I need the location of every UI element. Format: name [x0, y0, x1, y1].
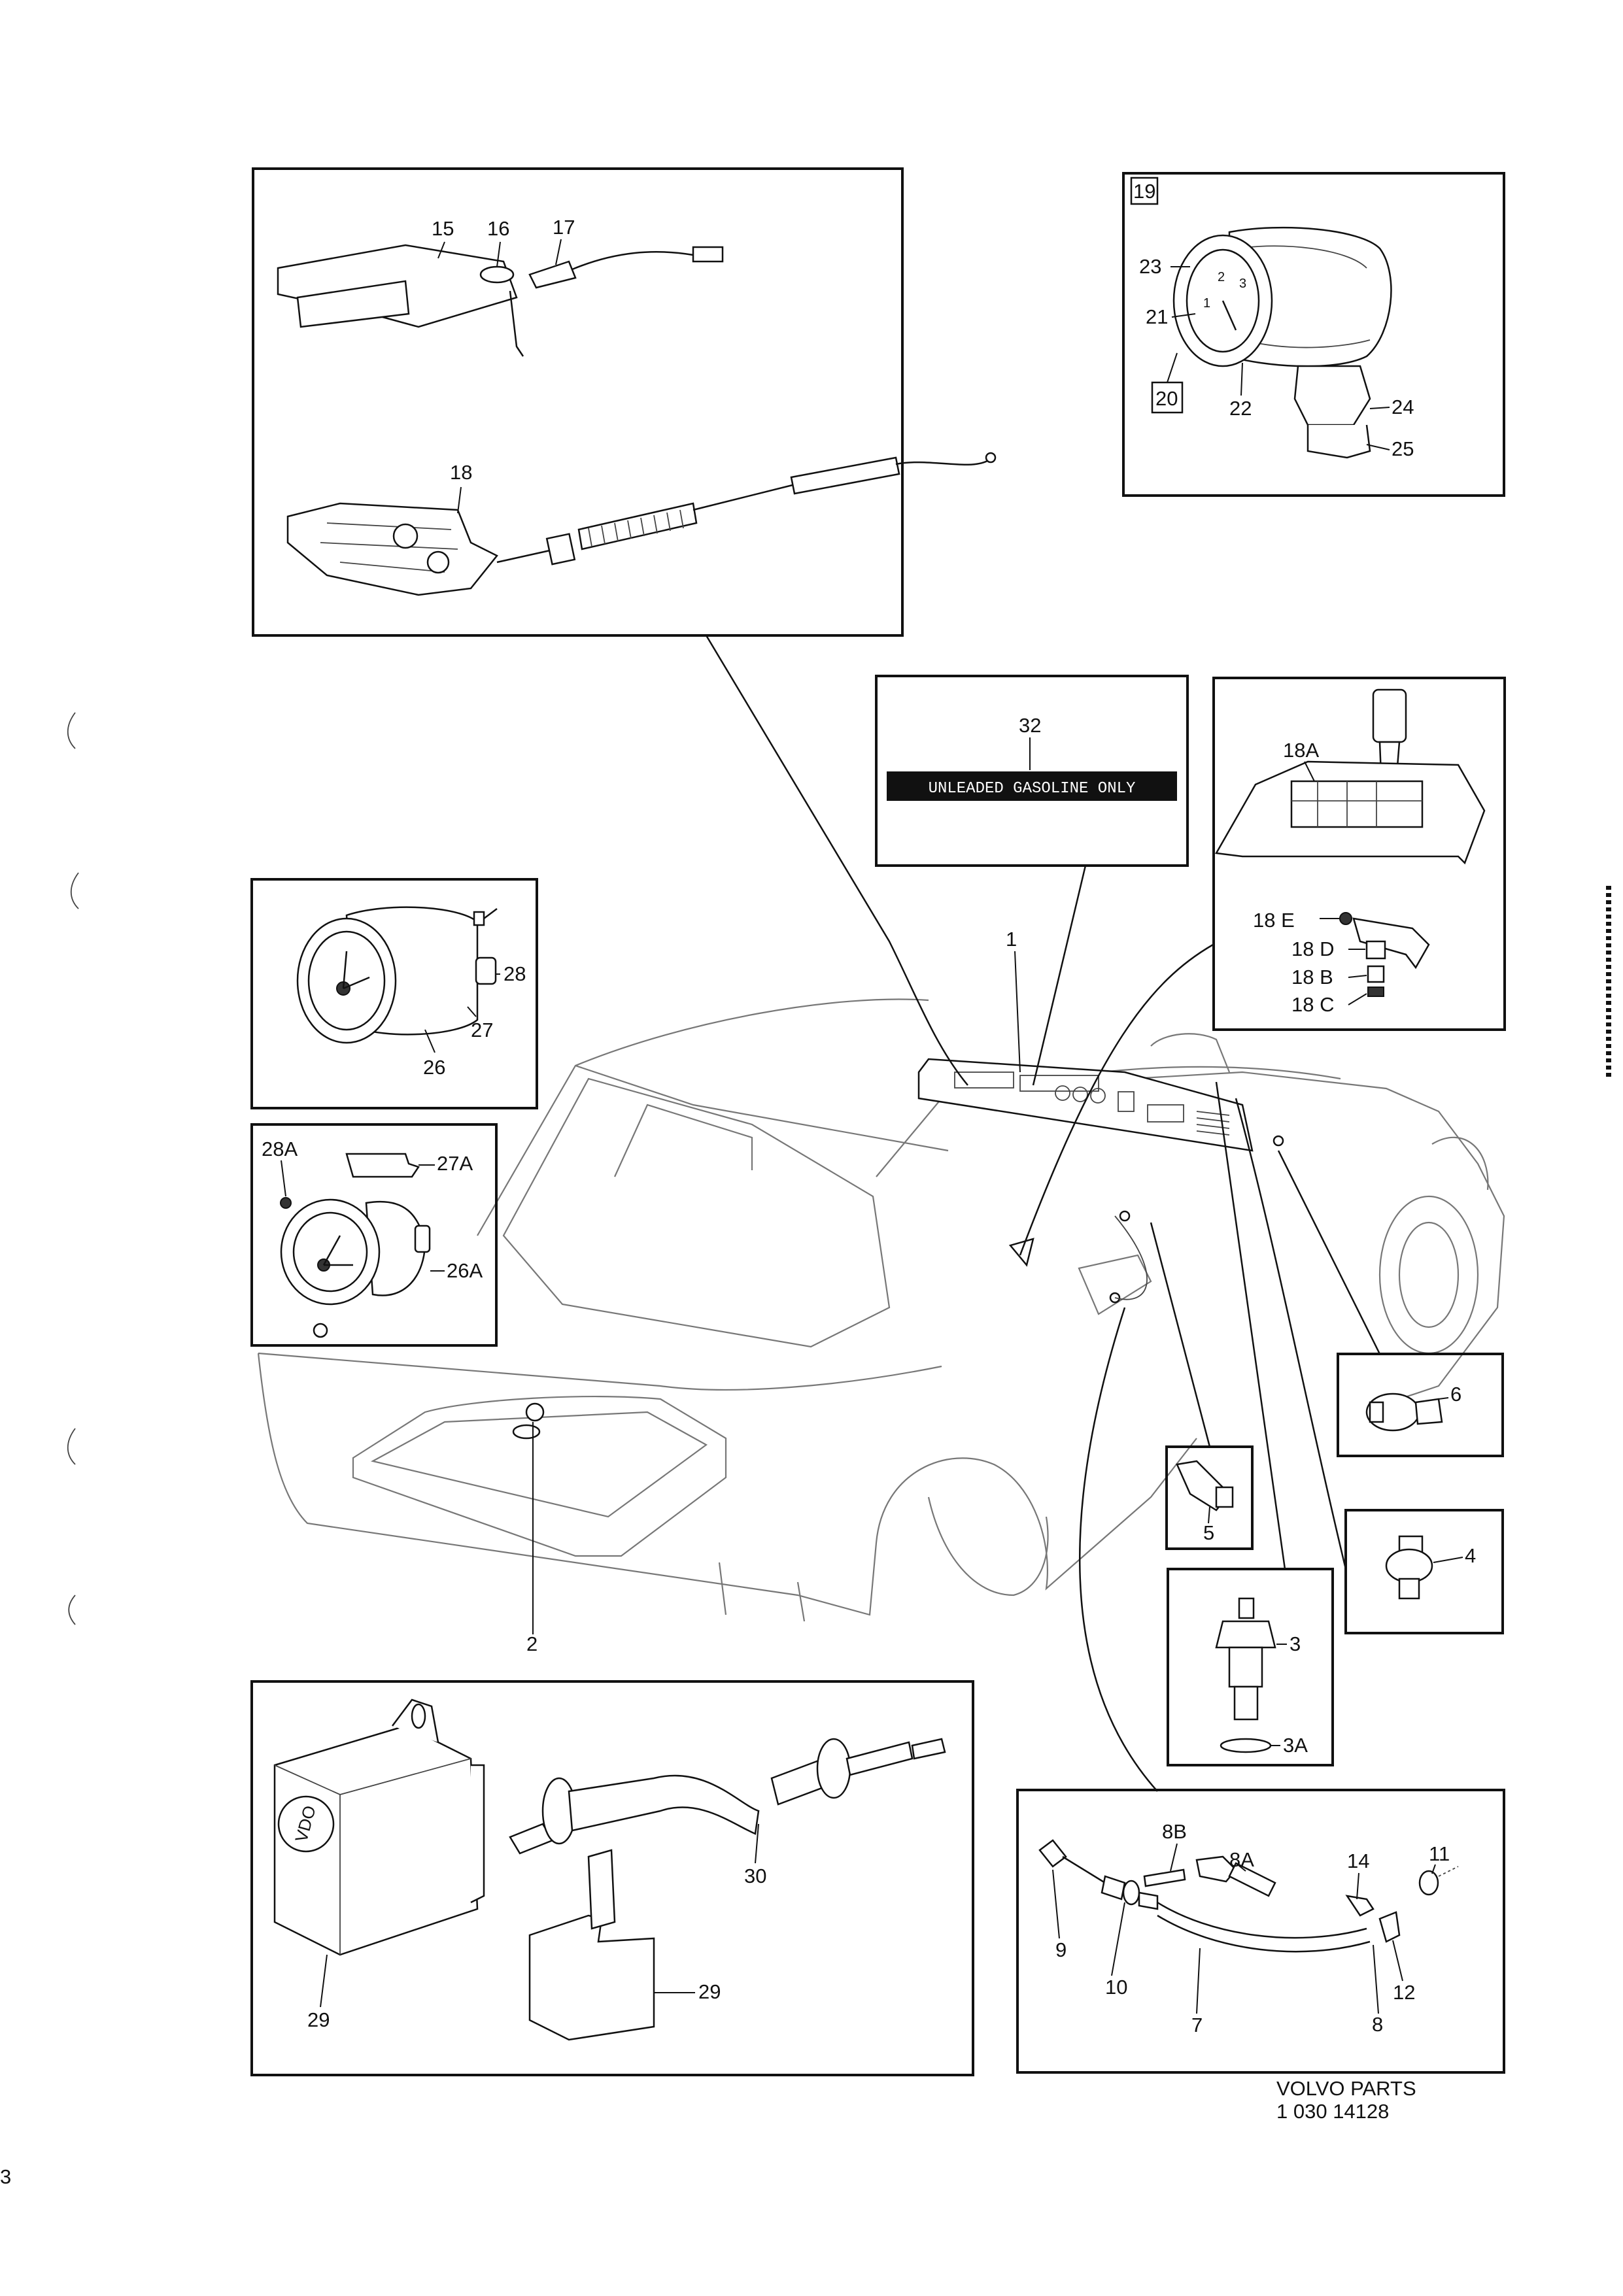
svg-text:2: 2	[1218, 270, 1225, 284]
label-7: 7	[1191, 2014, 1203, 2036]
car-outline	[257, 998, 1505, 1622]
label-box-20	[1151, 381, 1184, 414]
label-15: 15	[432, 217, 454, 240]
label-28a: 28A	[262, 1138, 298, 1160]
label-18d: 18 D	[1291, 937, 1334, 960]
label-12: 12	[1393, 1981, 1415, 2004]
box-switch-5: 5	[1165, 1445, 1254, 1550]
label-5: 5	[1203, 1521, 1214, 1544]
box-decal: 32 UNLEADED GASOLINE ONLY	[875, 675, 1189, 867]
label-4: 4	[1465, 1544, 1476, 1567]
box-gear-selector: 18A 18 E 18 D 18 B 18 C	[1212, 677, 1506, 1031]
label-18: 18	[450, 461, 472, 484]
label-6: 6	[1450, 1383, 1461, 1406]
label-8b: 8B	[1162, 1820, 1187, 1843]
label-32: 32	[1019, 714, 1041, 737]
label-20: 20	[1155, 387, 1178, 410]
label-22: 22	[1229, 397, 1252, 420]
label-30: 30	[744, 1865, 766, 1887]
label-21: 21	[1146, 305, 1168, 328]
decal-text: UNLEADED GASOLINE ONLY	[929, 780, 1136, 798]
label-8: 8	[1372, 2013, 1383, 2036]
box-switch-6: 6	[1337, 1353, 1504, 1457]
label-14: 14	[1347, 1849, 1369, 1872]
label-19: 19	[1133, 180, 1155, 203]
label-28: 28	[504, 962, 526, 985]
label-3a: 3A	[1283, 1734, 1308, 1757]
box-speedo-cable: 9 10 7 8B 8A 14 11 12 8	[1016, 1789, 1505, 2074]
label-10: 10	[1105, 1976, 1127, 1999]
label-26: 26	[423, 1056, 445, 1079]
label-23: 23	[1139, 255, 1161, 278]
label-17: 17	[553, 216, 575, 239]
box-sender-unit: VDO 30 29 29	[250, 1680, 974, 2076]
label-27a: 27A	[437, 1152, 473, 1175]
label-18e: 18 E	[1253, 909, 1295, 932]
label-2: 2	[526, 1632, 538, 1655]
label-3: 3	[1290, 1632, 1301, 1655]
label-24: 24	[1392, 396, 1414, 418]
label-16: 16	[487, 217, 509, 240]
label-9: 9	[1055, 1938, 1067, 1961]
label-18b: 18 B	[1291, 966, 1333, 988]
box-radio-cable: 15 16 17 18	[252, 167, 997, 637]
label-29-right: 29	[698, 1980, 721, 2003]
label-26a: 26A	[447, 1259, 483, 1282]
edge-mark: 3	[0, 2165, 11, 2188]
label-11: 11	[1429, 1842, 1450, 1865]
decal-label	[887, 771, 1177, 801]
label-18c: 18 C	[1291, 993, 1334, 1016]
footer-brand: VOLVO PARTS	[1276, 2077, 1416, 2100]
box-temp-sensor-3: 3 3A	[1167, 1568, 1334, 1766]
svg-text:1: 1	[1203, 296, 1210, 311]
box-clock-b: 28A 27A 26A	[250, 1123, 498, 1347]
svg-text:3: 3	[1239, 277, 1246, 291]
label-box-19	[1130, 177, 1159, 205]
box-switch-4: 4	[1344, 1509, 1504, 1634]
connector-lines	[705, 635, 1381, 1792]
label-25: 25	[1392, 437, 1414, 460]
label-27: 27	[471, 1019, 493, 1041]
label-29-left: 29	[307, 2008, 330, 2031]
label-18a: 18A	[1283, 739, 1319, 762]
box-tachometer: 19 2 1 3 23 21 20 22 24 25	[1122, 172, 1505, 497]
footer-code: 1 030 14128	[1276, 2100, 1389, 2123]
label-1: 1	[1006, 928, 1017, 951]
box-clock-a: 28 27 26	[250, 878, 538, 1109]
